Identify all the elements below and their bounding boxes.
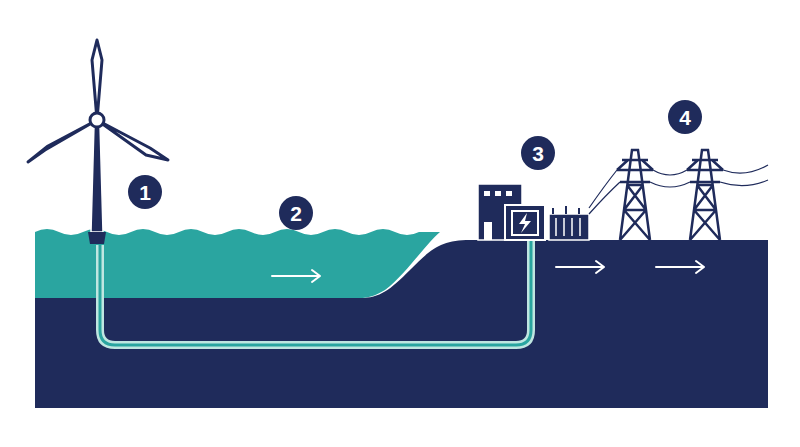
sea [35,229,440,298]
callout-circle: 3 [521,136,555,170]
callout-number: 2 [290,203,302,224]
substation [478,184,589,240]
flow-arrows [272,261,704,282]
callout-number: 4 [679,107,691,128]
subsea-cable-core [100,240,531,345]
transmission-pylons [589,150,768,240]
callout-number: 1 [139,182,151,203]
callout-circle: 1 [128,175,162,209]
subsea-cable [100,240,531,345]
wind-turbine [28,40,168,244]
callout-number: 3 [532,143,544,164]
callout-circle: 2 [279,196,313,230]
callout-circle: 4 [668,100,702,134]
